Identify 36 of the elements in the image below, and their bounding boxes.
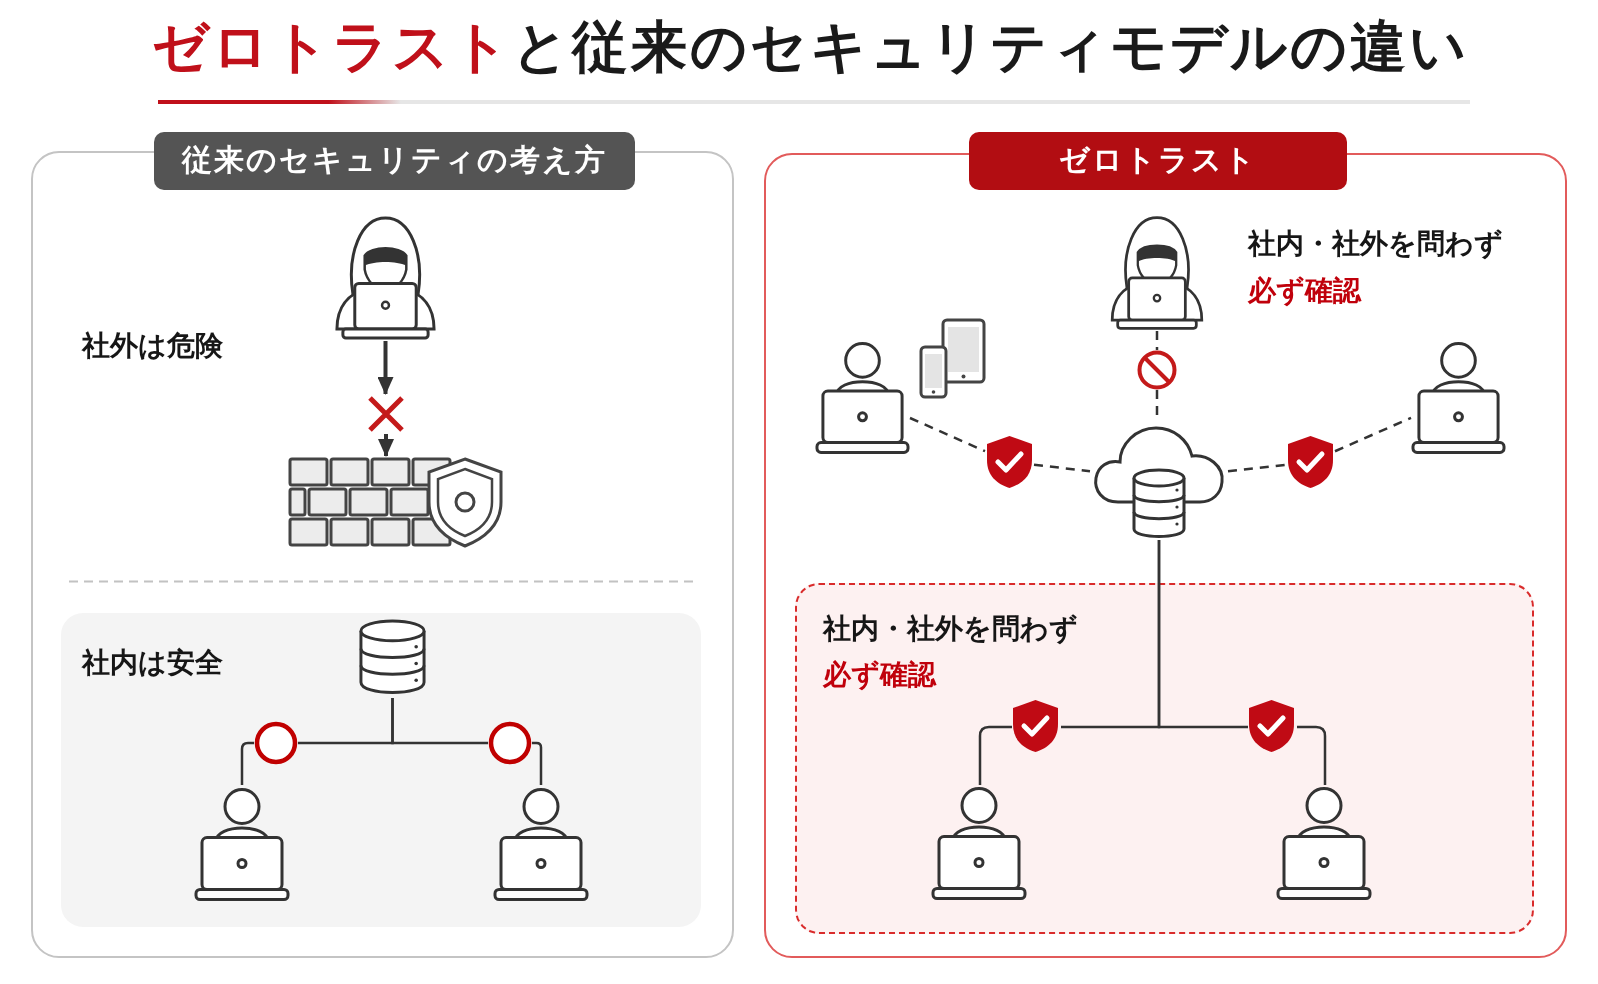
connector-line (240, 741, 254, 785)
connector-line (532, 741, 543, 785)
ring-icon (487, 720, 532, 765)
dashed-connector-line (1033, 463, 1091, 473)
dashed-connector-line (1227, 463, 1287, 473)
dashed-connector-line (1155, 331, 1159, 350)
connector-line (1297, 725, 1327, 785)
user-laptop-icon (931, 784, 1027, 901)
title: ゼロトラストと従来のセキュリティモデルの違い (151, 13, 1469, 81)
zone-label: 社内は安全 (81, 645, 223, 680)
emphasis-label: 必ず確認 (822, 657, 936, 692)
prohibited-icon (1136, 349, 1177, 390)
cross-icon (365, 393, 406, 434)
arrow (378, 434, 394, 457)
connector-line (1157, 540, 1248, 729)
shield-check-icon (1011, 698, 1060, 754)
ring-icon (253, 720, 298, 765)
shield-check-icon (1247, 698, 1296, 754)
panel-title-tab: ゼロトラスト (968, 131, 1347, 190)
zone-label: 社内・社外を問わず (822, 611, 1078, 646)
connector-line (391, 698, 488, 745)
shield-check-icon (1285, 433, 1335, 490)
connector-line (978, 725, 1012, 785)
zone-panel (60, 612, 701, 927)
emphasis-text: 必ず確認 (1248, 274, 1361, 308)
dashed-connector-line (1334, 416, 1412, 453)
tablet-phone-icon (918, 317, 986, 400)
section-label: 社外は危険 (82, 329, 223, 363)
dashed-connector-line (1155, 390, 1159, 418)
panel-title-tab: 従来のセキュリティの考え方 (153, 131, 635, 190)
user-laptop-icon (1276, 784, 1372, 901)
note-text: 社内・社外を問わず (1248, 227, 1503, 261)
shield-check-icon (984, 433, 1034, 490)
dashed-zone-panel (794, 582, 1534, 934)
dashed-connector-line (909, 416, 986, 453)
arrow (377, 341, 394, 395)
